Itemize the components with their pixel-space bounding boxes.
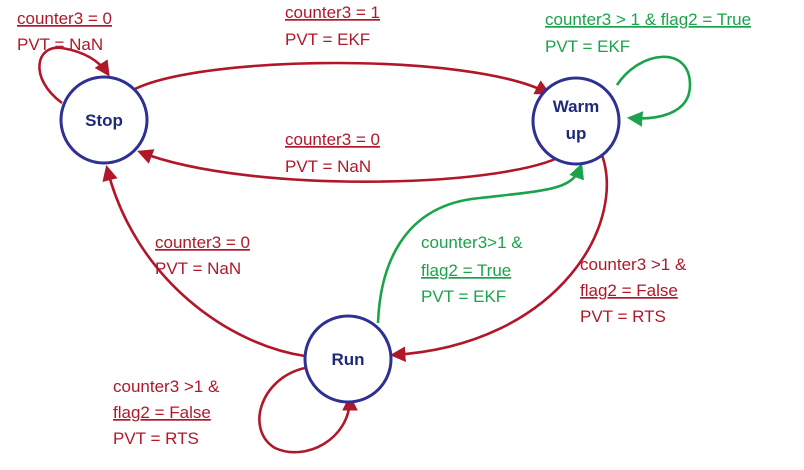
edge-stop-self-loop — [38, 46, 110, 105]
label-stop-to-warmup: counter3 = 1 PVT = EKF — [285, 3, 380, 49]
label-warmup-to-run-cond1: counter3 >1 & — [580, 255, 687, 274]
label-warmup-to-stop-cond: counter3 = 0 — [285, 130, 380, 149]
label-run-to-warmup-cond2: flag2 = True — [421, 261, 511, 280]
label-run-self: counter3 >1 & flag2 = False PVT = RTS — [113, 377, 220, 448]
label-run-self-cond1: counter3 >1 & — [113, 377, 220, 396]
label-run-to-warmup-cond1: counter3>1 & — [421, 233, 523, 252]
node-warmup: Warm up — [531, 76, 621, 166]
label-warmup-to-run: counter3 >1 & flag2 = False PVT = RTS — [580, 255, 687, 326]
node-run: Run — [303, 314, 393, 404]
label-stop-self: counter3 = 0 PVT = NaN — [17, 9, 112, 54]
edge-warmup-self-loop — [615, 55, 692, 127]
label-warmup-to-stop-pvt: PVT = NaN — [285, 157, 371, 176]
label-stop-self-pvt: PVT = NaN — [17, 35, 103, 54]
label-warmup-to-run-cond2: flag2 = False — [580, 281, 678, 300]
label-warmup-to-run-pvt: PVT = RTS — [580, 307, 666, 326]
edge-stop-to-warmup — [132, 61, 551, 95]
edge-run-to-warmup — [376, 163, 584, 324]
label-run-to-warmup-pvt: PVT = EKF — [421, 287, 506, 306]
label-warmup-self: counter3 > 1 & flag2 = True PVT = EKF — [545, 10, 751, 56]
label-run-self-pvt: PVT = RTS — [113, 429, 199, 448]
label-warmup-to-stop: counter3 = 0 PVT = NaN — [285, 130, 380, 176]
label-run-to-warmup: counter3>1 & flag2 = True PVT = EKF — [421, 233, 523, 306]
node-stop: Stop — [59, 75, 149, 165]
label-stop-to-warmup-cond: counter3 = 1 — [285, 3, 380, 22]
label-warmup-self-cond: counter3 > 1 & flag2 = True — [545, 10, 751, 29]
label-run-self-cond2: flag2 = False — [113, 403, 211, 422]
edge-run-to-stop — [102, 164, 306, 358]
node-warmup-label-line1: Warm — [553, 97, 600, 116]
label-run-to-stop-pvt: PVT = NaN — [155, 259, 241, 278]
edge-warmup-to-stop — [137, 149, 569, 183]
label-run-to-stop: counter3 = 0 PVT = NaN — [155, 233, 250, 278]
edge-warmup-to-run — [389, 149, 609, 363]
node-stop-label: Stop — [85, 111, 123, 130]
node-run-label: Run — [331, 350, 364, 369]
label-warmup-self-pvt: PVT = EKF — [545, 37, 630, 56]
label-stop-to-warmup-pvt: PVT = EKF — [285, 30, 370, 49]
edge-run-self-loop — [258, 366, 358, 454]
node-warmup-label-line2: up — [566, 124, 587, 143]
label-stop-self-cond: counter3 = 0 — [17, 9, 112, 28]
label-run-to-stop-cond: counter3 = 0 — [155, 233, 250, 252]
